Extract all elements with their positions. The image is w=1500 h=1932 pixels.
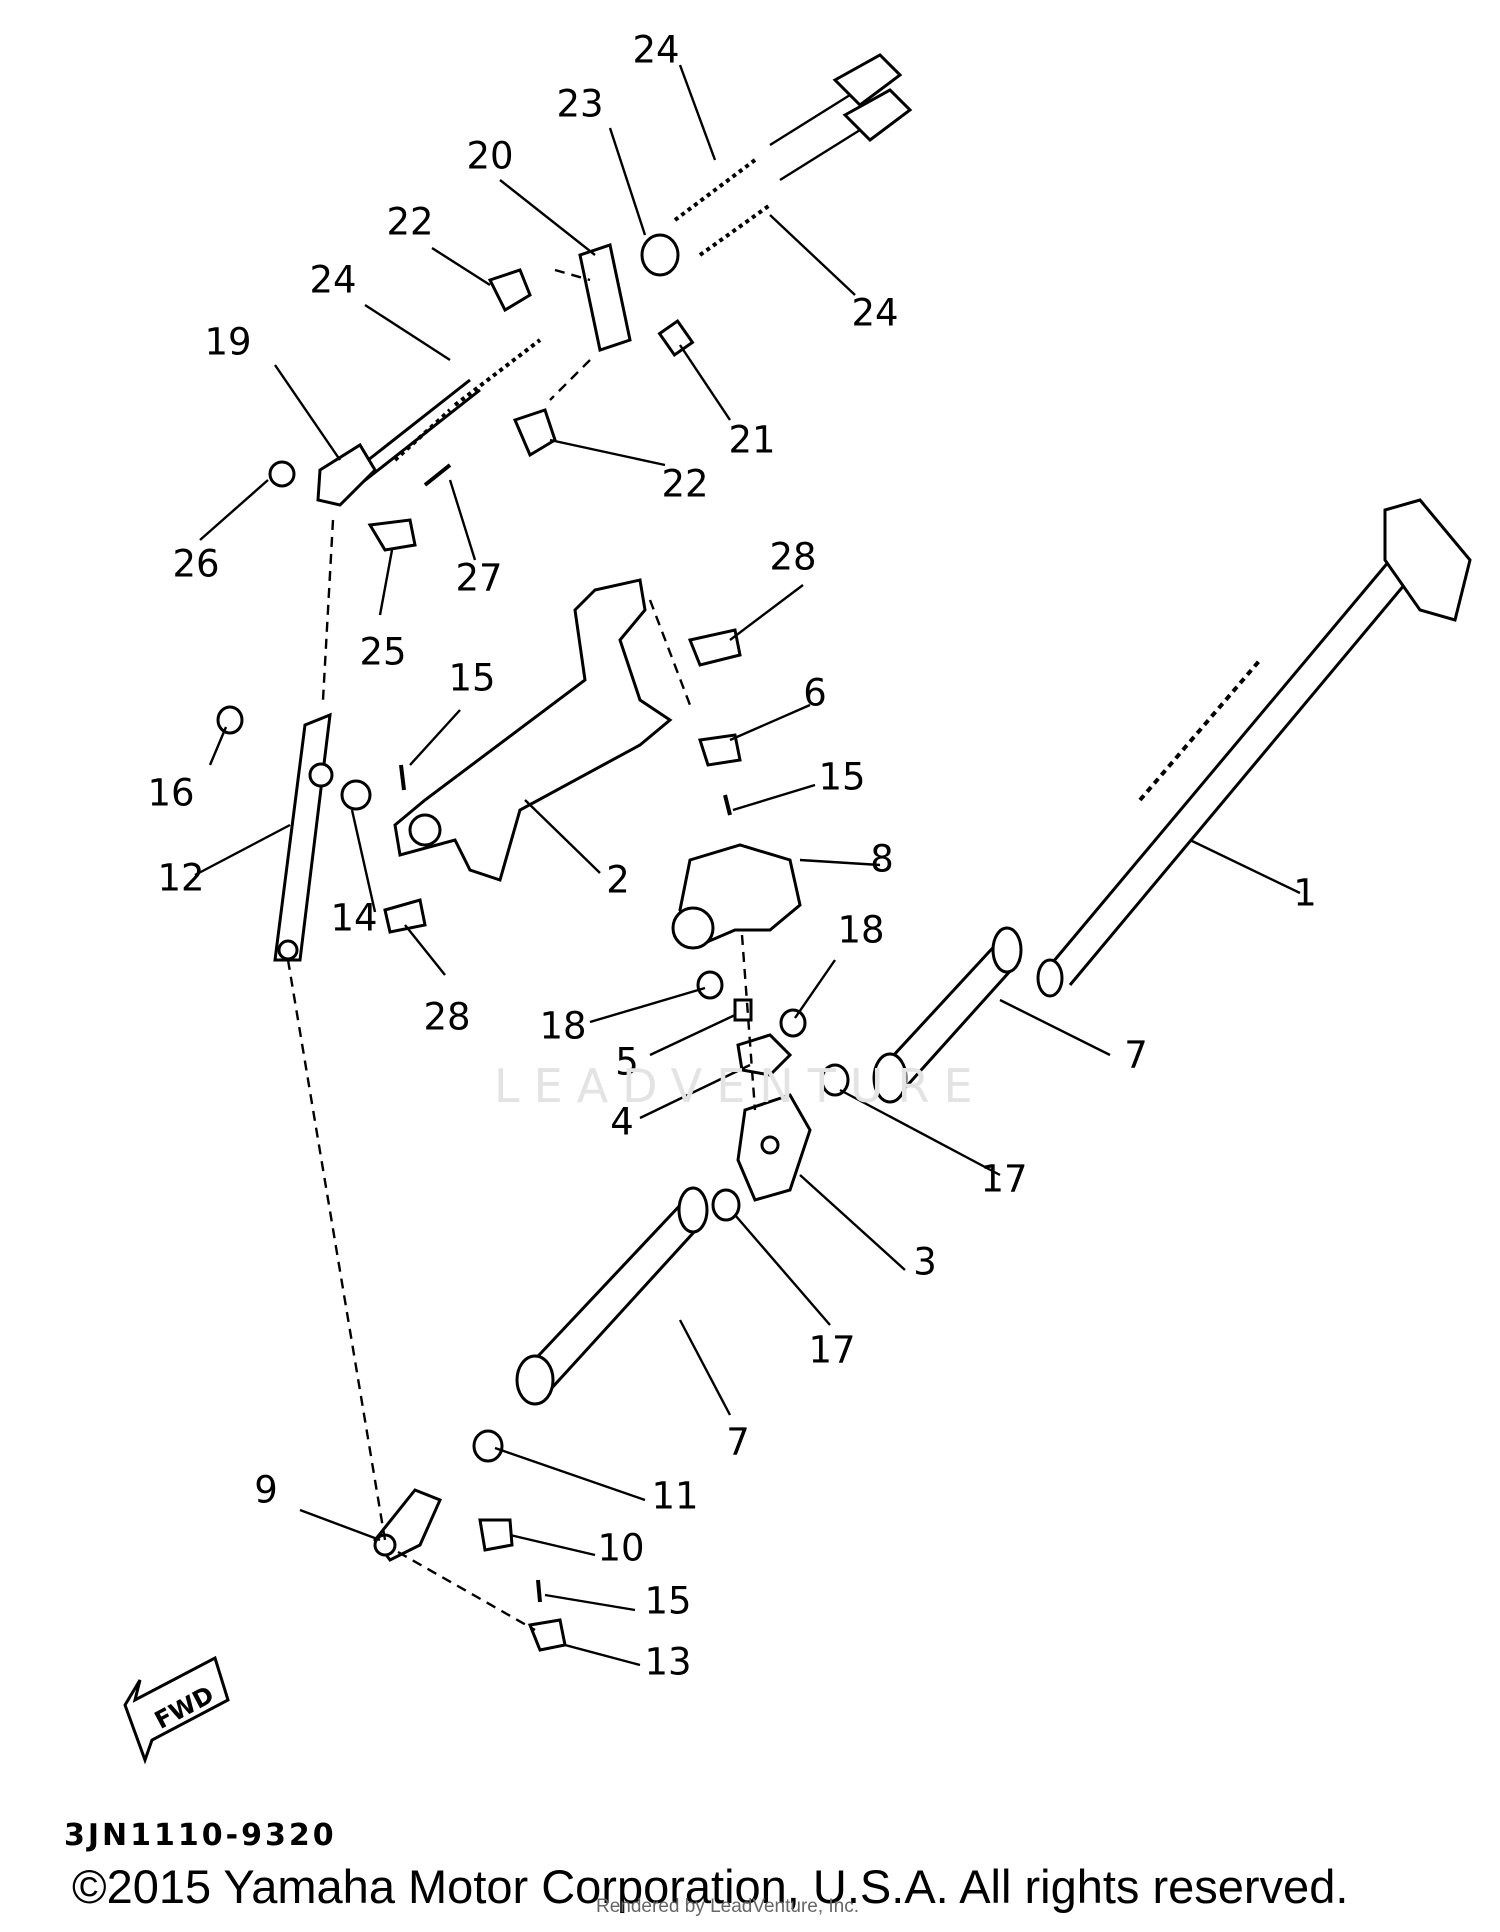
label-16: 16 <box>147 771 195 815</box>
label-25: 25 <box>359 630 407 674</box>
label-17-b: 17 <box>808 1328 856 1372</box>
upper-right-cables <box>769 53 913 182</box>
part-8-damper <box>671 843 802 950</box>
label-12: 12 <box>157 856 205 900</box>
part-13-bolt <box>527 1618 567 1652</box>
label-15-b: 15 <box>818 755 866 799</box>
watermark: LEADVENTURE <box>494 1059 987 1113</box>
label-24-b: 24 <box>309 258 357 302</box>
label-9: 9 <box>254 1468 278 1512</box>
part-12-link <box>273 712 334 962</box>
label-28-a: 28 <box>769 535 817 579</box>
part-16-washer <box>216 705 244 735</box>
label-1: 1 <box>1293 871 1317 915</box>
label-20: 20 <box>466 134 514 178</box>
part-15-pins <box>399 764 732 1603</box>
rendered-by-note: Rendered by LeadVenture, Inc. <box>596 1896 860 1917</box>
label-7-upper: 7 <box>1124 1033 1148 1077</box>
part-nuts <box>472 970 850 1463</box>
label-28-b: 28 <box>423 995 471 1039</box>
label-15-c: 15 <box>644 1579 692 1623</box>
part-22-clips <box>487 268 557 458</box>
part-28-bolts <box>383 628 742 934</box>
label-24-c: 24 <box>851 291 899 335</box>
part-23-collar <box>640 233 680 277</box>
label-6: 6 <box>803 671 827 715</box>
upper-springs <box>393 158 772 462</box>
part-1-rod <box>1036 498 1472 998</box>
label-27: 27 <box>455 556 503 600</box>
label-17-a: 17 <box>980 1157 1028 1201</box>
label-14: 14 <box>330 896 378 940</box>
label-19: 19 <box>204 320 252 364</box>
label-3: 3 <box>913 1240 937 1284</box>
label-22-b: 22 <box>661 462 709 506</box>
label-2: 2 <box>606 858 630 902</box>
label-5: 5 <box>615 1040 639 1084</box>
label-24-a: 24 <box>632 28 680 72</box>
label-22-a: 22 <box>386 200 434 244</box>
part-26-washer <box>268 460 296 488</box>
part-14-bushing <box>340 779 372 811</box>
assembly-lines <box>286 268 757 1632</box>
part-10-bolt <box>478 1518 514 1552</box>
part-7-upper-shaft <box>872 926 1023 1104</box>
label-4: 4 <box>610 1100 634 1144</box>
label-10: 10 <box>597 1526 645 1570</box>
part-6-pin <box>698 733 742 767</box>
part-7-lower-shaft <box>515 1186 709 1406</box>
leader-lines <box>194 64 1301 1667</box>
label-23: 23 <box>556 82 604 126</box>
label-15-a: 15 <box>448 656 496 700</box>
part-19-rod <box>316 378 481 507</box>
part-3-bracket <box>736 1093 812 1202</box>
fwd-arrow <box>123 1655 230 1765</box>
label-18-b: 18 <box>837 908 885 952</box>
part-20-plate <box>578 243 632 352</box>
part-21-plug <box>657 318 695 358</box>
part-25-pin <box>367 518 417 552</box>
label-26: 26 <box>172 542 220 586</box>
label-8: 8 <box>870 837 894 881</box>
label-18-a: 18 <box>539 1004 587 1048</box>
label-11: 11 <box>651 1474 699 1518</box>
label-7-lower: 7 <box>726 1420 750 1464</box>
label-13: 13 <box>644 1640 692 1684</box>
part-27-spring-pin <box>423 463 452 487</box>
part-9-lever <box>373 1488 443 1562</box>
part-2-bracket <box>393 578 673 882</box>
copyright-notice: ©2015 Yamaha Motor Corporation, U.S.A. A… <box>72 1860 1349 1913</box>
diagram-code: 3JN1110-9320 <box>64 1818 337 1853</box>
label-21: 21 <box>728 418 776 462</box>
